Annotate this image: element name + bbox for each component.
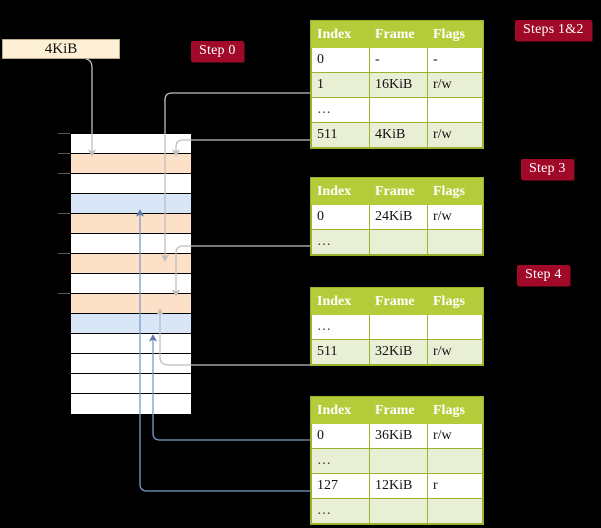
cell-frame	[369, 448, 428, 474]
cell-flags	[427, 314, 483, 340]
col-header-flags: Flags	[427, 21, 483, 48]
memory-frame-row	[71, 154, 191, 174]
memory-frame-tick	[58, 293, 70, 294]
cell-frame: -	[369, 47, 428, 73]
col-header-flags: Flags	[427, 397, 483, 424]
cell-frame: 12KiB	[369, 473, 428, 499]
col-header-frame: Frame	[369, 178, 428, 205]
cell-index: 0	[311, 204, 370, 230]
table-row: …	[311, 498, 483, 524]
cell-flags: r/w	[427, 423, 483, 449]
memory-frame-tick	[58, 133, 70, 134]
cell-flags	[427, 498, 483, 524]
table-row: …	[311, 97, 483, 123]
cell-index: …	[311, 448, 370, 474]
step-4-chip: Step 4	[517, 265, 570, 286]
page-size-label: 4KiB	[44, 41, 78, 57]
memory-frame-row	[71, 394, 191, 414]
cell-frame: 32KiB	[369, 339, 428, 365]
cell-index: …	[311, 314, 370, 340]
memory-frame-row	[71, 314, 191, 334]
table-row: …	[311, 229, 483, 255]
col-header-frame: Frame	[369, 397, 428, 424]
cell-flags	[427, 97, 483, 123]
table-row: …	[311, 448, 483, 474]
col-header-flags: Flags	[427, 178, 483, 205]
col-header-frame: Frame	[369, 21, 428, 48]
physical-memory-column	[70, 133, 191, 414]
cell-flags: r/w	[427, 122, 483, 148]
cell-flags: r	[427, 473, 483, 499]
col-header-index: Index	[311, 288, 370, 315]
cell-frame: 36KiB	[369, 423, 428, 449]
cell-frame	[369, 314, 428, 340]
cell-index: 0	[311, 47, 370, 73]
col-header-index: Index	[311, 21, 370, 48]
col-header-frame: Frame	[369, 288, 428, 315]
page-size-label-box: 4KiB	[2, 39, 120, 59]
cell-flags: r/w	[427, 339, 483, 365]
cell-frame: 16KiB	[369, 72, 428, 98]
memory-frame-row	[71, 274, 191, 294]
memory-frame-row	[71, 294, 191, 314]
memory-frame-row	[71, 174, 191, 194]
steps-1-2-chip: Steps 1&2	[515, 20, 592, 41]
cell-index: 511	[311, 339, 370, 365]
memory-frame-row	[71, 254, 191, 274]
cell-index: …	[311, 498, 370, 524]
memory-frame-tick	[58, 173, 70, 174]
cell-index: 511	[311, 122, 370, 148]
cell-frame: 24KiB	[369, 204, 428, 230]
memory-frame-tick	[58, 153, 70, 154]
cell-index: 1	[311, 72, 370, 98]
cell-flags: r/w	[427, 72, 483, 98]
cell-flags: r/w	[427, 204, 483, 230]
memory-frame-row	[71, 194, 191, 214]
cell-flags: -	[427, 47, 483, 73]
memory-frame-row	[71, 374, 191, 394]
memory-frame-row	[71, 134, 191, 154]
cell-index: 0	[311, 423, 370, 449]
table-row: 0--	[311, 47, 483, 73]
col-header-index: Index	[311, 178, 370, 205]
memory-frame-tick	[58, 253, 70, 254]
memory-frame-row	[71, 214, 191, 234]
cell-index: …	[311, 97, 370, 123]
cell-flags	[427, 229, 483, 255]
cell-frame	[369, 97, 428, 123]
col-header-index: Index	[311, 397, 370, 424]
cell-frame: 4KiB	[369, 122, 428, 148]
memory-frame-tick	[58, 213, 70, 214]
memory-frame-row	[71, 354, 191, 374]
cell-frame	[369, 229, 428, 255]
col-header-flags: Flags	[427, 288, 483, 315]
cell-index: 127	[311, 473, 370, 499]
memory-frame-row	[71, 234, 191, 254]
cell-frame	[369, 498, 428, 524]
step-3-chip: Step 3	[521, 159, 574, 180]
cell-flags	[427, 448, 483, 474]
memory-frame-row	[71, 334, 191, 354]
cell-index: …	[311, 229, 370, 255]
step-0-chip: Step 0	[191, 41, 244, 62]
table-row: …	[311, 314, 483, 340]
